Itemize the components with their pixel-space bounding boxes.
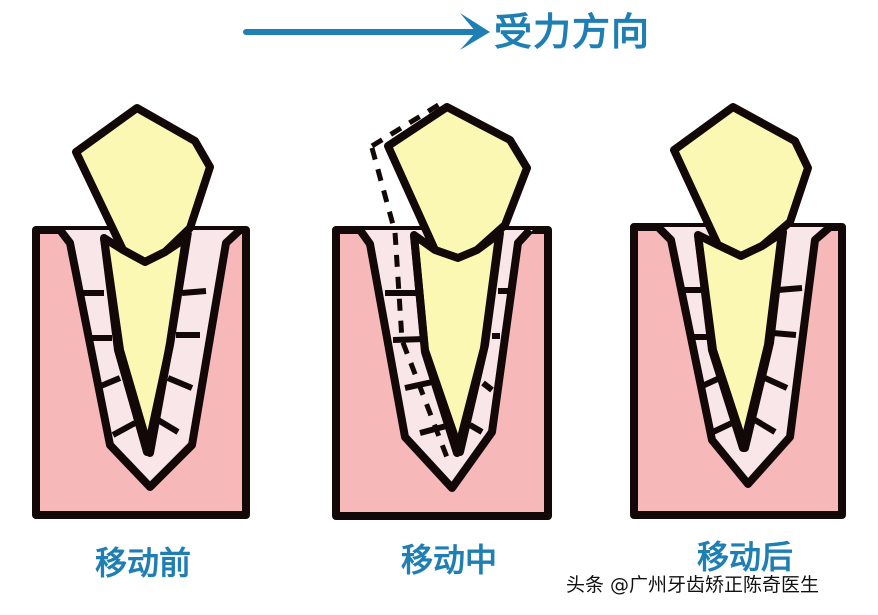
panel-during — [332, 101, 552, 520]
force-direction-title: 受力方向 — [494, 10, 651, 54]
panel-before — [32, 104, 250, 519]
label-during-movement: 移动中 — [401, 541, 498, 579]
label-before-movement: 移动前 — [95, 544, 192, 582]
original-position-dashed-outline — [369, 101, 451, 461]
panel-after — [630, 103, 846, 519]
watermark: 头条 @广州牙齿矫正陈奇医生 — [566, 574, 820, 596]
arrow-right-icon — [243, 13, 490, 50]
periodontal-fibers — [385, 288, 508, 436]
periodontal-fibers — [681, 285, 803, 435]
label-after-movement: 移动后 — [697, 538, 794, 576]
periodontal-fibers — [81, 288, 207, 438]
